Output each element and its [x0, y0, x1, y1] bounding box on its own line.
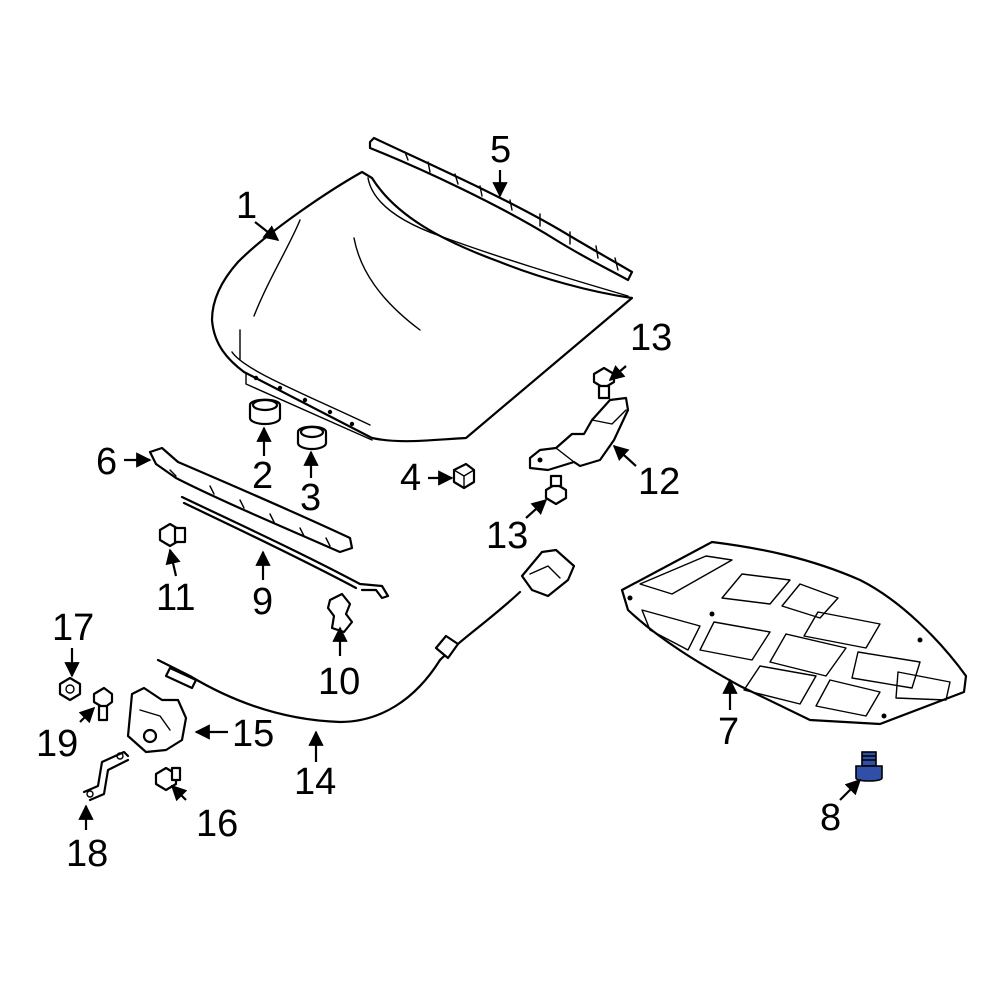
bolt-13-upper-part[interactable] [592, 366, 616, 400]
hood-bumper-3-part[interactable] [296, 425, 328, 451]
callout-8: 8 [820, 797, 841, 839]
callout-1: 1 [236, 185, 257, 227]
bolt-13-lower-part[interactable] [544, 474, 568, 506]
insulator-part[interactable] [620, 540, 968, 726]
callout-6: 6 [96, 441, 117, 483]
callout-9: 9 [252, 581, 273, 623]
callout-labels: 1 2 3 4 5 6 7 8 9 10 11 12 13 13 14 15 1… [36, 129, 841, 875]
prop-rod-part[interactable] [180, 495, 390, 600]
hood-seal-part[interactable] [368, 136, 634, 282]
callout-13-upper: 13 [630, 317, 672, 359]
callout-16: 16 [196, 803, 238, 845]
callout-7: 7 [718, 711, 739, 753]
callout-4: 4 [400, 457, 421, 499]
leader-arrows [64, 170, 862, 830]
hood-bumper-2-part[interactable] [248, 398, 282, 426]
callout-19: 19 [36, 723, 78, 765]
retainer-clip-part[interactable] [855, 751, 883, 782]
callout-14: 14 [294, 761, 336, 803]
callout-15: 15 [232, 713, 274, 755]
bolt-19-part[interactable] [92, 686, 114, 722]
clip-part[interactable] [452, 462, 476, 490]
release-cable-part[interactable] [156, 548, 576, 724]
bracket-rod-part[interactable] [82, 750, 130, 802]
callout-18: 18 [66, 833, 108, 875]
bolt-16-part[interactable] [154, 766, 182, 792]
callout-11: 11 [156, 577, 195, 619]
callout-13-lower: 13 [486, 515, 528, 557]
bracket-part[interactable] [528, 396, 630, 472]
callout-5: 5 [490, 129, 511, 171]
hood-lock-part[interactable] [126, 686, 188, 754]
callout-12: 12 [638, 461, 680, 503]
nut-17-part[interactable] [58, 676, 82, 702]
support-bar-part[interactable] [148, 446, 354, 554]
bolt-11-part[interactable] [158, 522, 187, 548]
callout-3: 3 [300, 477, 321, 519]
rod-holder-part[interactable] [326, 592, 354, 634]
callout-10: 10 [318, 661, 360, 703]
hood-part[interactable] [210, 170, 634, 443]
callout-2: 2 [252, 455, 273, 497]
callout-17: 17 [52, 607, 94, 649]
